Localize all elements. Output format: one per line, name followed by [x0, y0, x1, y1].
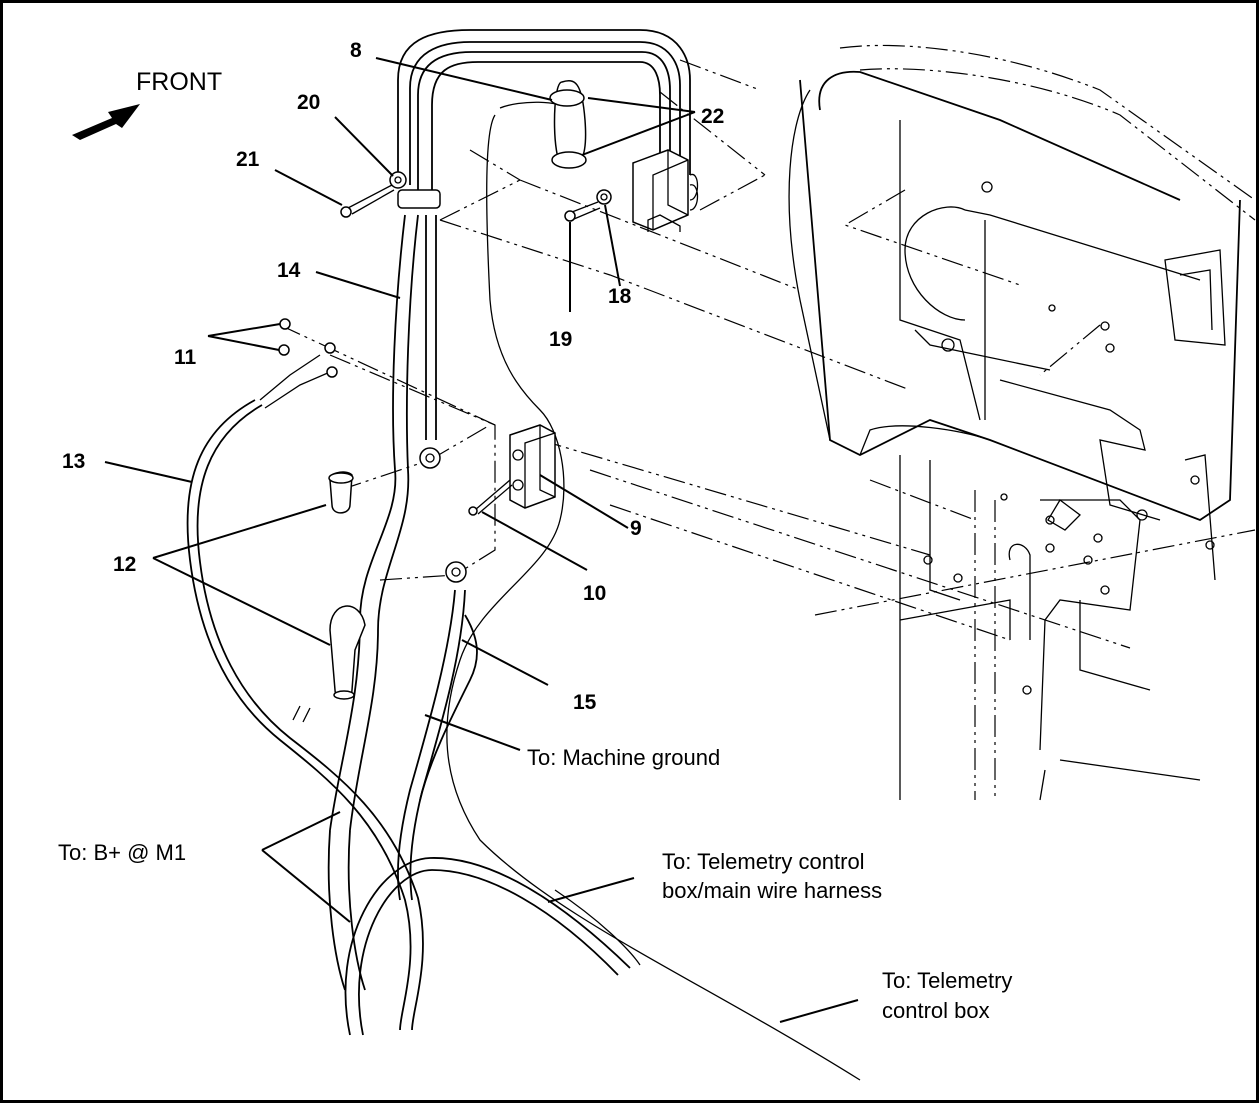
leader-lines: [104, 57, 859, 1023]
callout-8: 8: [350, 39, 362, 62]
callout-21: 21: [236, 148, 260, 171]
callout-9: 9: [630, 517, 642, 540]
parts: [278, 80, 699, 700]
callout-13: 13: [62, 450, 85, 473]
note-telemetry-box-line1: To: Telemetry: [882, 968, 1012, 993]
notes: To: Machine ground To: B+ @ M1 To: Telem…: [58, 745, 1012, 1023]
callout-20: 20: [297, 91, 320, 114]
machine-frame-drawing: [279, 44, 1256, 801]
cables: [186, 29, 861, 1081]
note-b-plus: To: B+ @ M1: [58, 840, 186, 865]
callout-12: 12: [113, 553, 136, 576]
note-telemetry-box-line2: control box: [882, 998, 990, 1023]
callout-14: 14: [277, 259, 301, 282]
callout-18: 18: [608, 285, 632, 308]
front-arrow-icon: [72, 104, 140, 140]
callout-10: 10: [583, 582, 606, 605]
callout-15: 15: [573, 691, 597, 714]
note-machine-ground: To: Machine ground: [527, 745, 720, 770]
callout-11: 11: [174, 346, 197, 369]
front-label: FRONT: [136, 68, 222, 96]
callout-22: 22: [701, 105, 724, 128]
note-telemetry-harness-line1: To: Telemetry control: [662, 849, 865, 874]
callout-19: 19: [549, 328, 572, 351]
note-telemetry-harness-line2: box/main wire harness: [662, 878, 882, 903]
callouts: 8 9 10 11 12 13 14 15 18 19 20 21 22: [62, 39, 724, 714]
